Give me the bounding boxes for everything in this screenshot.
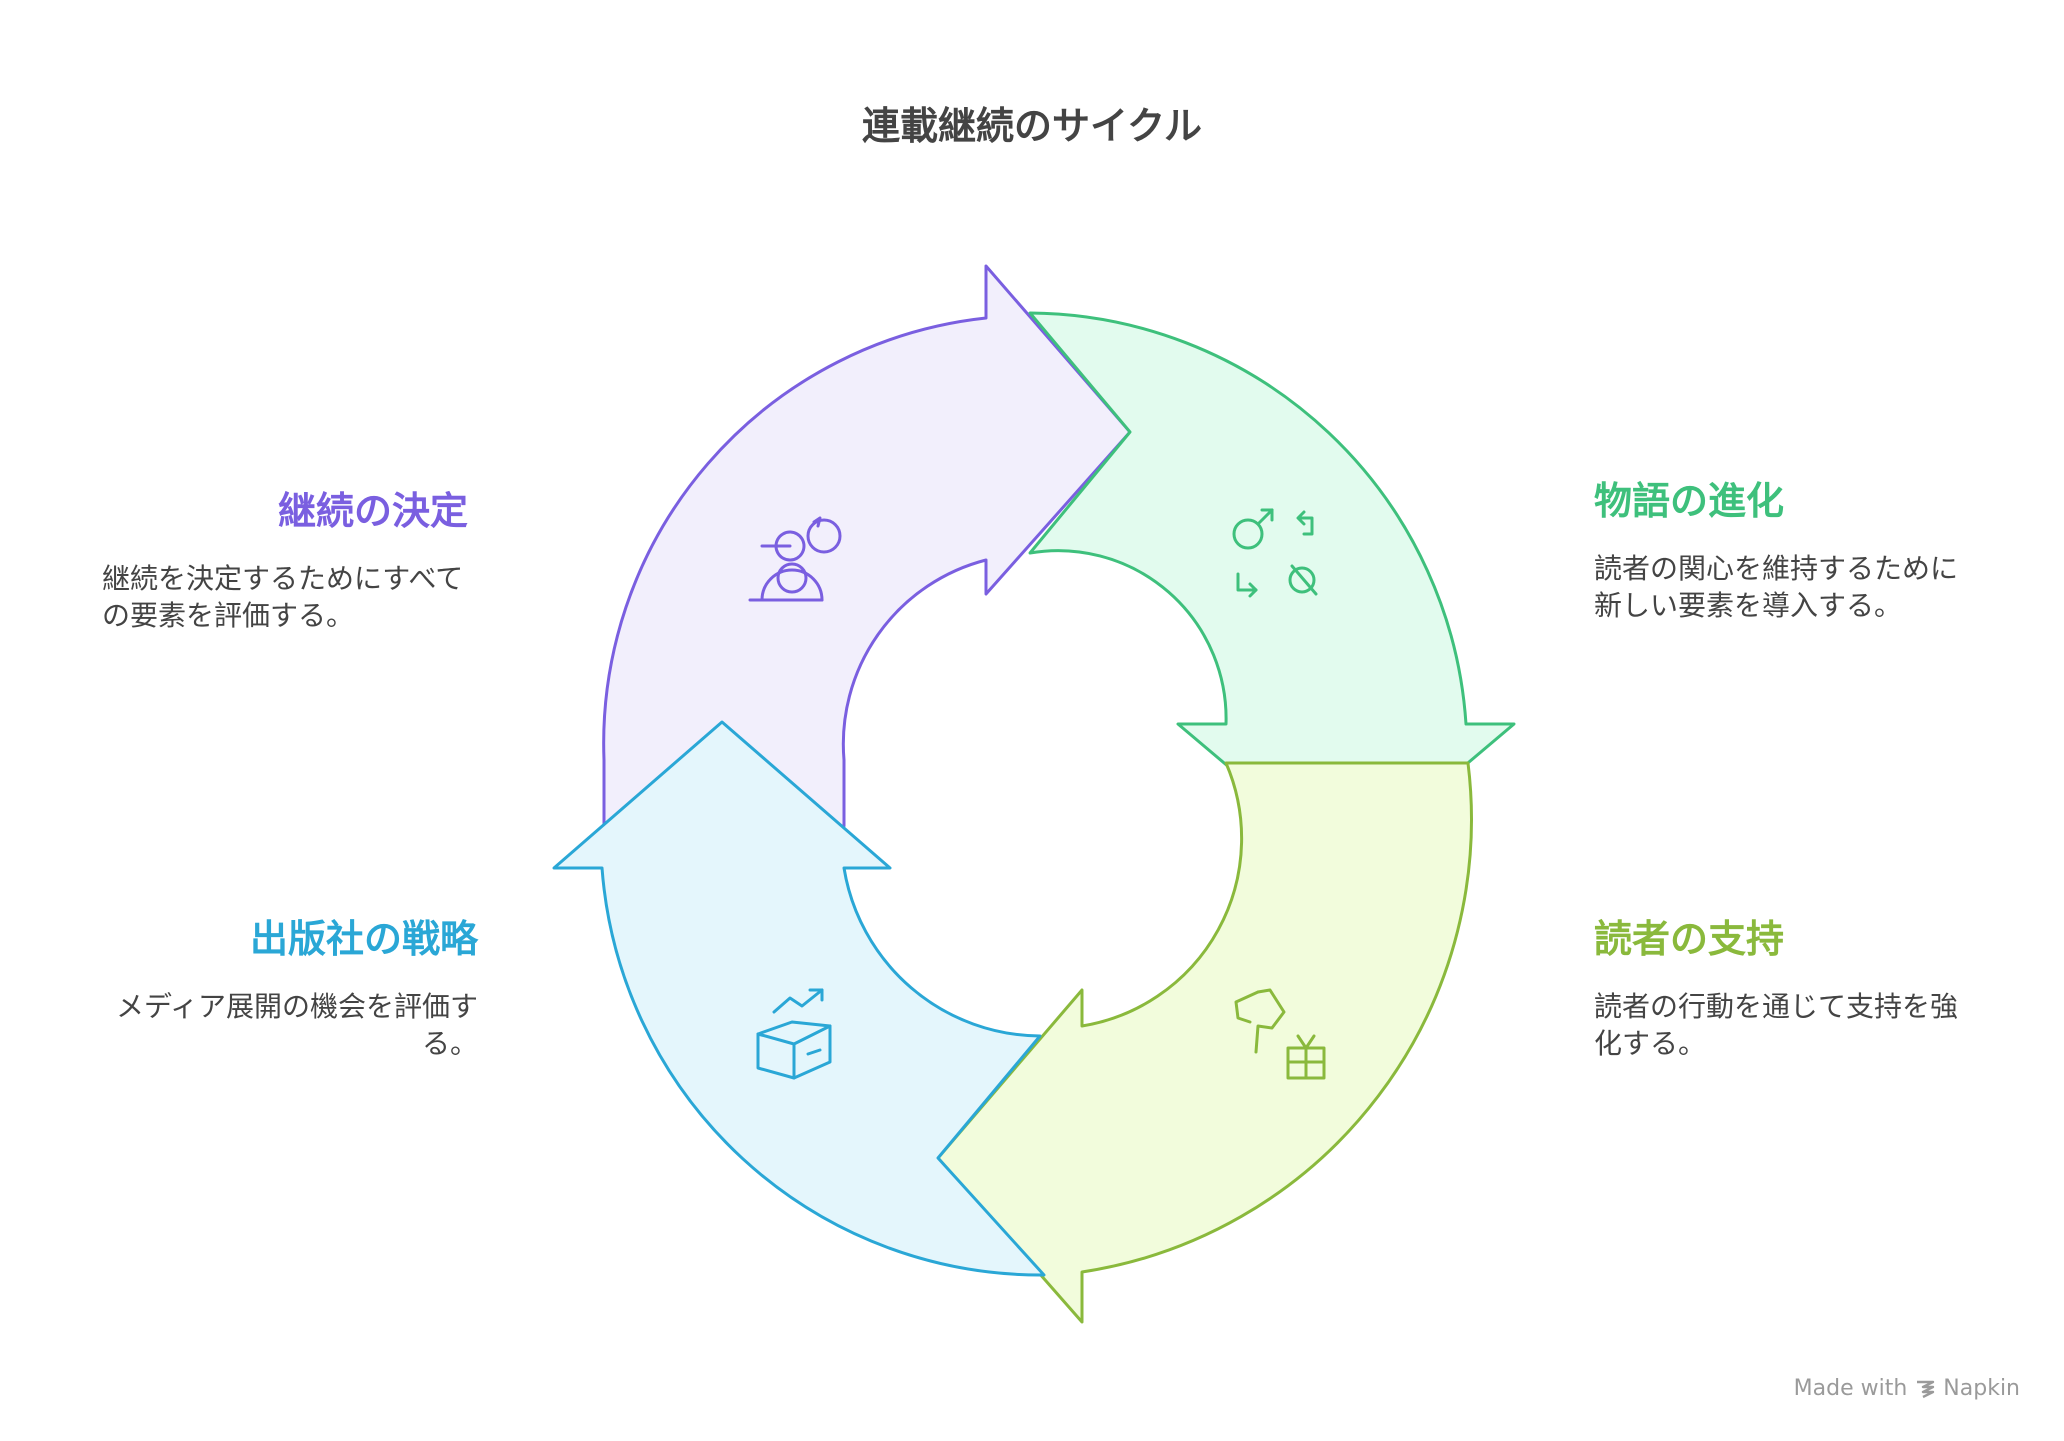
stage-support-desc: 読者の行動を通じて支持を強化する。 <box>1594 989 1959 1060</box>
gender-cycle-icon <box>1232 508 1318 598</box>
stage-evolution: 物語の進化 読者の関心を維持するために新しい要素を導入する。 <box>1594 479 2014 624</box>
growth-box-icon <box>756 988 832 1080</box>
credit-made-with: Made with <box>1793 1376 1908 1401</box>
credit-brand: Napkin <box>1943 1376 2020 1401</box>
stage-evolution-title: 物語の進化 <box>1594 479 1785 523</box>
stage-publisher-desc: メディア展開の機会を評価する。 <box>115 989 478 1060</box>
fan-gift-icon <box>1234 988 1326 1080</box>
stage-evolution-desc: 読者の関心を維持するために新しい要素を導入する。 <box>1594 551 1959 622</box>
cycle-arrow-evolution <box>1028 311 1516 868</box>
stage-support-title: 読者の支持 <box>1594 917 1785 961</box>
napkin-credit[interactable]: Made with Napkin <box>1794 1376 2020 1401</box>
stage-decision: 継続の決定 継続を決定するためにすべての要素を評価する。 <box>48 489 468 634</box>
stage-decision-title: 継続の決定 <box>277 489 468 533</box>
diagram-title: 連載継続のサイクル <box>861 104 1203 148</box>
napkin-logo-icon <box>1917 1380 1935 1398</box>
stage-support: 読者の支持 読者の行動を通じて支持を強化する。 <box>1594 917 2014 1062</box>
stage-publisher: 出版社の戦略 メディア展開の機会を評価する。 <box>58 917 478 1062</box>
cycle-arrow-decision <box>602 264 1132 828</box>
stage-decision-desc: 継続を決定するためにすべての要素を評価する。 <box>102 561 464 632</box>
person-evaluate-icon <box>748 516 842 602</box>
cycle-arrow-publisher <box>552 720 1046 1277</box>
stage-publisher-title: 出版社の戦略 <box>249 917 478 961</box>
cycle-arrow-support <box>936 761 1473 1324</box>
